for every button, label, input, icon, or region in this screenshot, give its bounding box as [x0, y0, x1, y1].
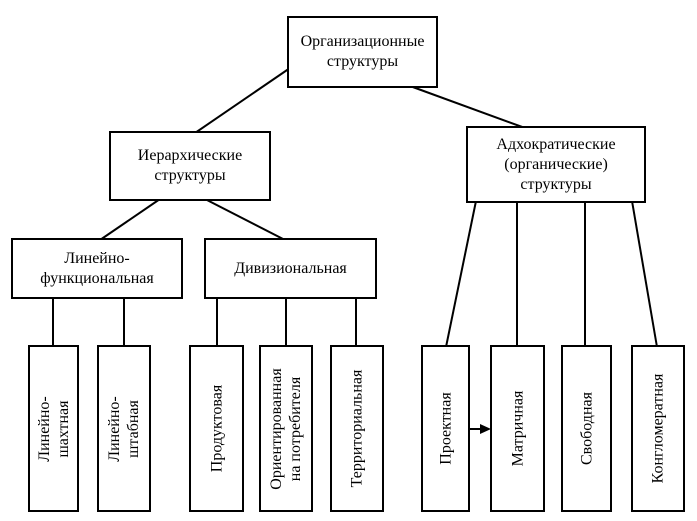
leaf-label: Продуктовая [208, 384, 225, 473]
node-adhocratic-structures: Адхократические (органические) структуры [466, 126, 646, 203]
edge-root-hierarchical [194, 67, 291, 134]
leaf-linear-staff: Линейно- шахтная [28, 345, 79, 512]
leaf-territorial: Территориальная [330, 345, 384, 512]
leaf-label: Ориентированная на потребителя [268, 367, 304, 490]
node-label: Организационные структуры [300, 33, 425, 70]
leaf-free: Свободная [561, 345, 612, 512]
leaf-customer-oriented: Ориентированная на потребителя [259, 345, 313, 512]
node-label: Иерархические структуры [137, 147, 243, 184]
node-label: Адхократические (органические) структуры [496, 135, 616, 193]
node-organizational-structures: Организационные структуры [287, 16, 438, 88]
leaf-conglomerate: Конгломератная [631, 345, 685, 512]
node-label: Линейно- функциональная [40, 249, 154, 287]
leaf-linear-headquarters: Линейно- штабная [97, 345, 151, 512]
node-linear-functional: Линейно- функциональная [11, 238, 183, 299]
leaf-label: Проектная [437, 392, 454, 465]
node-hierarchical-structures: Иерархические структуры [109, 131, 271, 201]
leaf-label: Конгломератная [649, 373, 667, 484]
leaf-label: Линейно- шахтная [35, 395, 72, 462]
leaf-matrix: Матричная [490, 345, 545, 512]
leaf-label: Линейно- штабная [106, 395, 142, 462]
edge-hierarchical-linear-functional [99, 198, 161, 241]
edge-adh-project [445, 200, 477, 348]
leaf-label: Территориальная [348, 369, 366, 488]
leaf-product: Продуктовая [189, 345, 244, 512]
leaf-label: Свободная [578, 392, 595, 465]
leaf-project: Проектная [421, 345, 470, 512]
node-divisional: Дивизиональная [204, 238, 377, 299]
leaf-label: Матричная [509, 390, 526, 467]
node-label: Дивизиональная [234, 259, 347, 277]
edge-adh-conglomerate [631, 200, 658, 348]
edge-root-adhocratic [409, 85, 526, 129]
arrowhead-icon [480, 424, 491, 434]
edge-hierarchical-divisional [204, 198, 286, 241]
